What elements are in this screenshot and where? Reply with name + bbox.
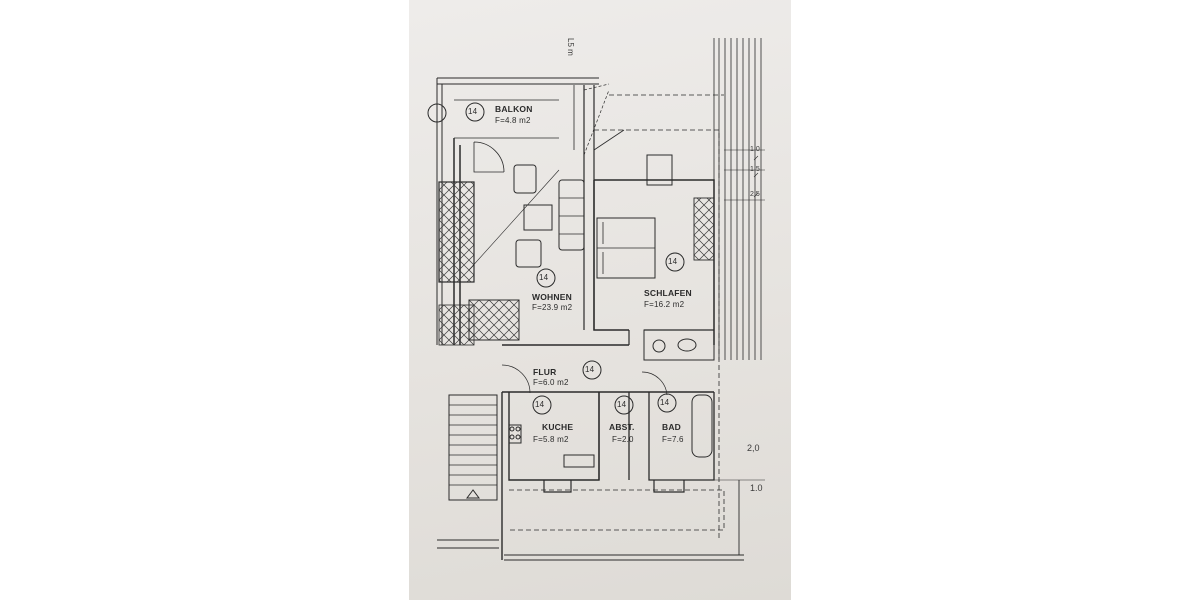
dimension-top-vertical: L5 m <box>566 38 575 56</box>
door-swing-flur <box>501 364 531 394</box>
floor-plan-drawing <box>427 38 765 561</box>
dimension-right-1: 1.0 <box>750 146 760 153</box>
dimension-right-lower-1: 2,0 <box>747 443 760 453</box>
dimension-right-lower-2: 1.0 <box>750 483 763 493</box>
room-number-flur: 14 <box>585 365 595 374</box>
wardrobe <box>693 197 715 261</box>
room-area-schlafen: F=16.2 m2 <box>644 300 685 309</box>
staircase <box>448 394 498 501</box>
room-name-balkon: BALKON <box>495 104 533 114</box>
room-number-wohnen: 14 <box>539 273 549 282</box>
room-name-abst: ABST. <box>609 422 635 432</box>
top-wall-line <box>437 77 599 85</box>
coffee-table <box>523 204 553 231</box>
room-number-schlafen: 14 <box>668 257 678 266</box>
balcony-door-swing <box>473 141 505 173</box>
armchair-2 <box>515 239 542 268</box>
facade-column-hatch <box>438 181 475 283</box>
room-number-balkon: 14 <box>468 107 478 116</box>
room-area-flur: F=6.0 m2 <box>533 378 569 387</box>
exterior-railing-lines <box>713 38 762 360</box>
bad-walls <box>648 392 715 481</box>
room-area-abst: F=2.0 <box>612 435 634 444</box>
dimension-right-2: 1.5 <box>750 166 760 173</box>
room-area-wohnen: F=23.9 m2 <box>532 303 573 312</box>
sofa <box>558 179 585 251</box>
room-number-bad: 14 <box>660 398 670 407</box>
room-name-schlafen: SCHLAFEN <box>644 288 692 298</box>
balcony-parapet <box>454 99 559 139</box>
dimension-right-3: 2.5 <box>750 191 760 198</box>
room-area-bad: F=7.6 <box>662 435 684 444</box>
room-name-wohnen: WOHNEN <box>532 292 572 302</box>
room-name-flur: FLUR <box>533 367 557 377</box>
abst-walls <box>598 392 630 480</box>
flur-walls <box>502 344 714 393</box>
kuche-walls <box>501 392 600 560</box>
room-name-kuche: KUCHE <box>542 422 574 432</box>
room-number-kuche: 14 <box>535 400 545 409</box>
dining-table <box>468 299 520 341</box>
armchair-1 <box>513 164 537 194</box>
room-name-bad: BAD <box>662 422 682 432</box>
room-number-abst: 14 <box>617 400 627 409</box>
wall-wohnen-schlafen <box>583 85 595 330</box>
lower-terrace-dashed <box>509 489 725 531</box>
room-area-kuche: F=5.8 m2 <box>533 435 569 444</box>
room-area-balkon: F=4.8 m2 <box>495 116 531 125</box>
floor-plan-sheet: 14 14 14 14 14 14 14 BALKON F=4.8 m2 WOH… <box>409 0 791 600</box>
